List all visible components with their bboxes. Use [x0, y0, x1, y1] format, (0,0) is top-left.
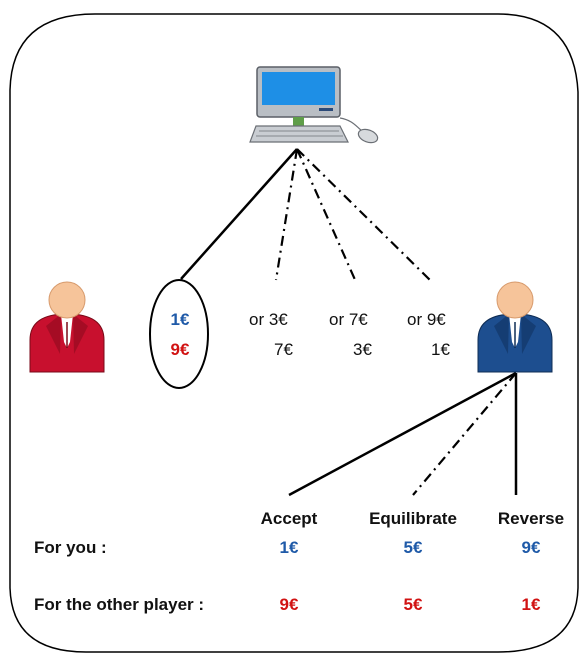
for-other-accept-value: 9€ [279, 595, 299, 614]
line-offer-4 [296, 148, 433, 283]
for-you-accept-value: 1€ [279, 538, 299, 557]
line-response-equilibrate [412, 372, 517, 496]
offer-4-you-line: or 9€ [407, 310, 446, 330]
offer-1-you-value: 1€ [170, 310, 190, 329]
computer-icon [249, 66, 379, 144]
offer-3-you-value: 7€ [348, 310, 368, 329]
for-you-label: For you : [34, 538, 107, 557]
offer-4-other-value: 1€ [431, 340, 450, 359]
offer-2-you-value: 3€ [268, 310, 288, 329]
player-red-icon [29, 281, 105, 373]
for-other-equilibrate-value: 5€ [403, 595, 423, 614]
for-you-reverse-value: 9€ [521, 538, 541, 557]
for-other-label: For the other player : [34, 595, 205, 614]
for-other-reverse-value: 1€ [521, 595, 541, 614]
response-equilibrate-label: Equilibrate [369, 509, 457, 528]
line-response-accept [288, 371, 517, 497]
player-blue-icon [477, 281, 553, 373]
line-offer-1 [180, 148, 298, 280]
line-offer-2 [274, 148, 299, 281]
outer-frame [9, 13, 579, 653]
offer-3-other-value: 3€ [353, 340, 372, 359]
offer-4-you-value: 9€ [426, 310, 446, 329]
offer-3-you-line: or 7€ [329, 310, 368, 330]
line-offer-3 [295, 148, 358, 283]
offer-3-prefix: or [329, 310, 349, 329]
selected-offer-ellipse [149, 279, 209, 389]
offer-2-prefix: or [249, 310, 269, 329]
offer-4-prefix: or [407, 310, 427, 329]
response-accept-label: Accept [260, 509, 318, 528]
for-you-equilibrate-value: 5€ [403, 538, 423, 557]
offer-2-you-line: or 3€ [249, 310, 288, 330]
response-reverse-label: Reverse [497, 509, 565, 528]
offer-2-other-value: 7€ [274, 340, 293, 359]
offer-1-other-value: 9€ [170, 340, 190, 359]
